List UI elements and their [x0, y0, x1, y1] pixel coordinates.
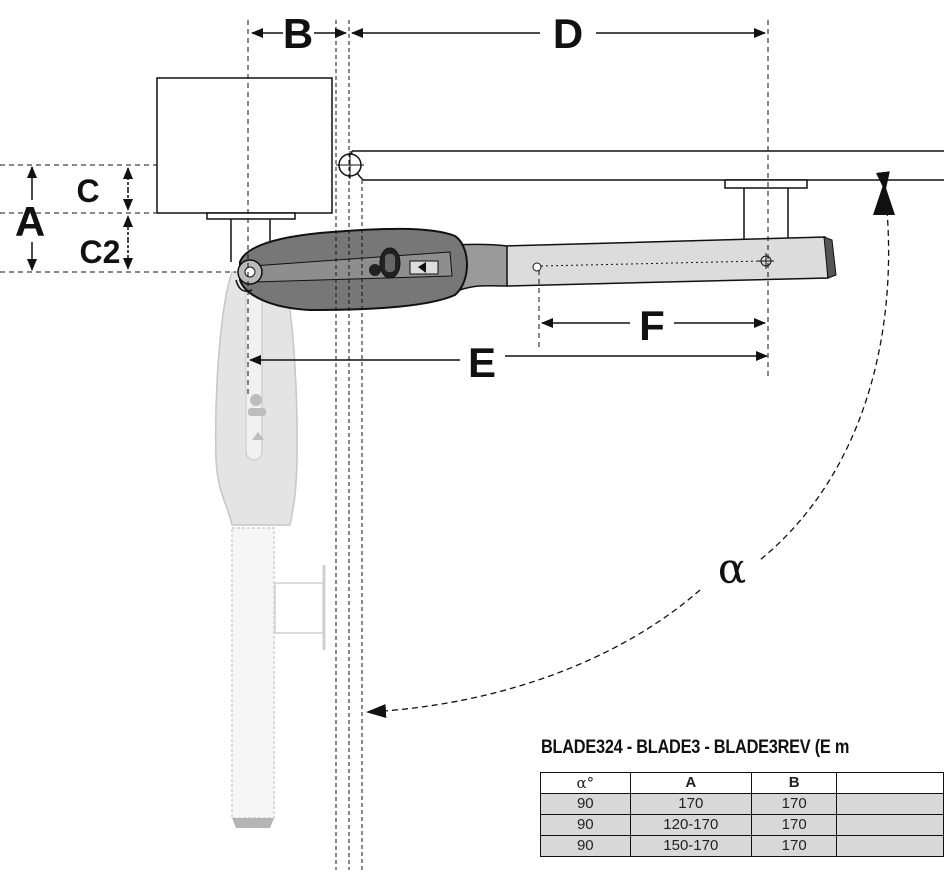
table-row: 90 170 170 [540, 793, 944, 815]
spec-table: α° A B 90 170 170 90 120-170 170 90 150-… [540, 772, 944, 857]
label-A: A [15, 198, 45, 245]
motor-open [235, 227, 837, 312]
ghost-arm-tip [232, 818, 274, 828]
arc-arrowhead-top [873, 182, 895, 215]
reference-lines [0, 20, 769, 870]
header-alpha: α° [540, 772, 631, 794]
label-F: F [639, 302, 665, 349]
table-cell: 90 [540, 793, 631, 815]
ghost-bracket [274, 582, 324, 634]
label-B: B [283, 10, 313, 57]
label-E: E [468, 339, 496, 386]
table-cell: 170 [751, 793, 838, 815]
motor-neck [454, 243, 508, 292]
front-bracket [724, 179, 808, 240]
label-alpha: α [718, 544, 746, 593]
motor-arm-tube [504, 236, 829, 287]
ghost-motor-slot [245, 279, 263, 461]
label-C: C [76, 173, 99, 209]
table-cell: 150-170 [629, 835, 753, 857]
table-cell: 170 [629, 793, 753, 815]
table-row: 90 150-170 170 [540, 835, 944, 857]
table-cell: 170 [751, 835, 838, 857]
table-row: 90 120-170 170 [540, 814, 944, 836]
table-cell: 90 [540, 835, 631, 857]
ghost-screw-icon [250, 394, 262, 406]
header-next [836, 772, 944, 794]
label-D: D [553, 10, 583, 57]
pillar [156, 77, 333, 214]
dimension-arrows [27, 28, 768, 365]
table-cell: 120-170 [629, 814, 753, 836]
ghost-arm-tube [231, 527, 275, 819]
swing-arc-lower [366, 589, 701, 719]
header-B: B [751, 772, 838, 794]
header-A: A [629, 772, 753, 794]
gate-leaf [336, 150, 944, 181]
table-header-row: α° A B [540, 772, 944, 794]
label-C2: C2 [80, 234, 121, 270]
table-cell: 90 [540, 814, 631, 836]
arm-pivot-icon [532, 262, 542, 272]
table-cell [836, 793, 944, 815]
model-caption: BLADE324 - BLADE3 - BLADE3REV (E m [541, 737, 850, 758]
swing-arc [759, 171, 890, 561]
table-cell [836, 814, 944, 836]
spec-table-clip: α° A B 90 170 170 90 120-170 170 90 150-… [540, 772, 944, 882]
table-cell: 170 [751, 814, 838, 836]
closed-position-ghost [214, 271, 326, 828]
motor-arm-tip [823, 236, 837, 279]
table-cell [836, 835, 944, 857]
